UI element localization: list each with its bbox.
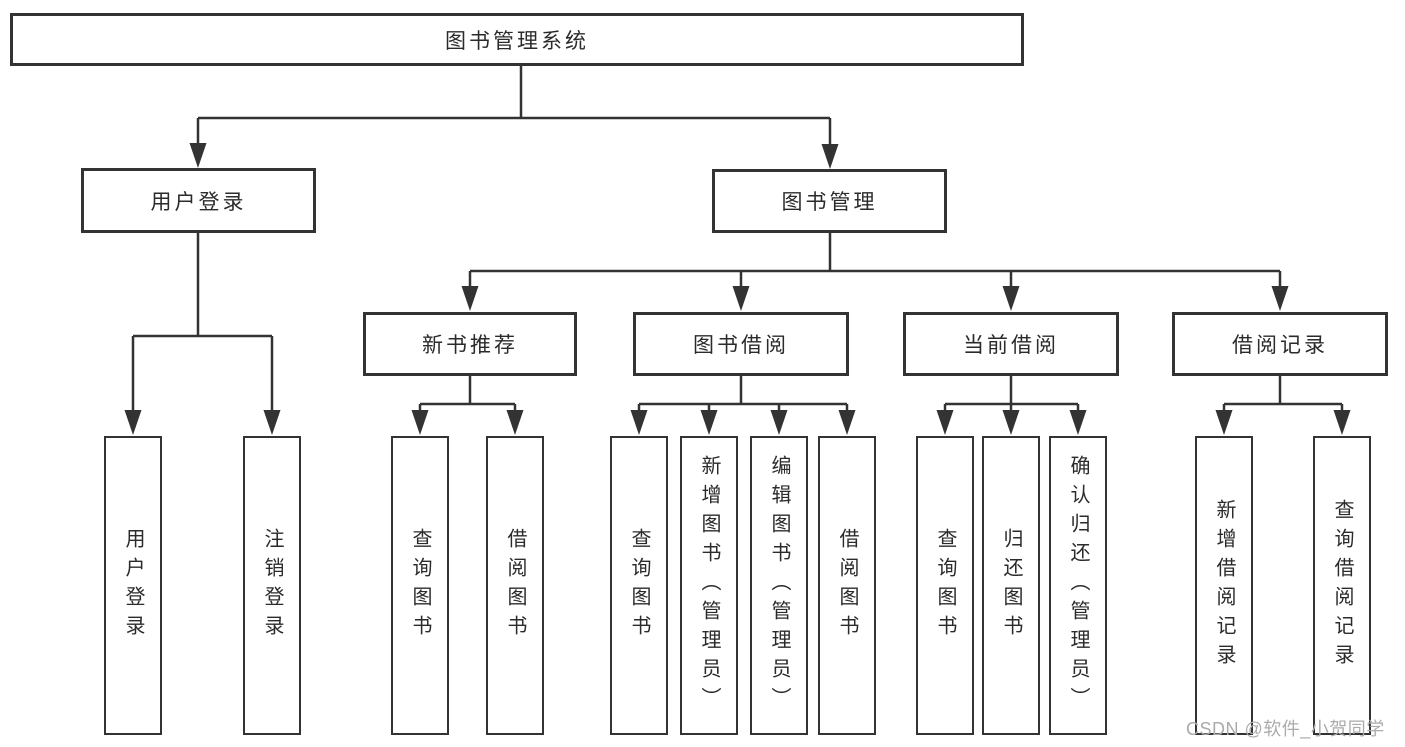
node-label: 借阅图书 [836,527,858,644]
node-library-management-system: 图书管理系统 [10,13,1024,66]
node-label: 新增借阅记录 [1213,498,1235,673]
node-label: 当前借阅 [963,334,1059,357]
node-label: 图书管理 [781,191,878,214]
node-label: 借阅记录 [1232,334,1328,357]
node-label: 注销登录 [261,527,283,644]
node-label: 借阅图书 [504,527,526,644]
node-book-management: 图书管理 [712,169,947,233]
leaf-query-books-1: 查询图书 [391,436,449,735]
csdn-watermark: CSDN @软件_小贺同学 [1186,719,1385,739]
leaf-borrow-books-2: 借阅图书 [818,436,876,735]
node-label: 用户登录 [122,527,144,644]
node-label: 图书借阅 [693,334,789,357]
node-label: 新增图书（管理员） [698,455,720,716]
node-borrowing-records: 借阅记录 [1172,312,1388,376]
node-new-book-recommendation: 新书推荐 [363,312,577,376]
leaf-query-books-2: 查询图书 [610,436,668,735]
leaf-edit-book-admin: 编辑图书（管理员） [750,436,808,735]
node-user-login: 用户登录 [81,168,316,233]
node-label: 归还图书 [1000,527,1022,644]
node-label: 新书推荐 [422,334,518,357]
node-label: 确认归还（管理员） [1067,455,1089,716]
leaf-user-login: 用户登录 [104,436,162,735]
node-label: 编辑图书（管理员） [768,455,790,716]
arrowhead-icons [124,143,1351,435]
leaf-logout: 注销登录 [243,436,301,735]
leaf-add-book-admin: 新增图书（管理员） [680,436,738,735]
leaf-add-borrow-record: 新增借阅记录 [1195,436,1253,735]
leaf-return-books: 归还图书 [982,436,1040,735]
node-label: 查询图书 [628,527,650,644]
node-label: 图书管理系统 [445,29,589,53]
node-current-borrowing: 当前借阅 [903,312,1119,376]
leaf-query-books-3: 查询图书 [916,436,974,735]
node-book-borrowing: 图书借阅 [633,312,849,376]
leaf-borrow-books-1: 借阅图书 [486,436,544,735]
node-label: 查询图书 [409,527,431,644]
leaf-query-borrow-record: 查询借阅记录 [1313,436,1371,735]
node-label: 用户登录 [150,190,247,214]
node-label: 查询借阅记录 [1331,498,1353,673]
leaf-confirm-return-admin: 确认归还（管理员） [1049,436,1107,735]
node-label: 查询图书 [934,527,956,644]
